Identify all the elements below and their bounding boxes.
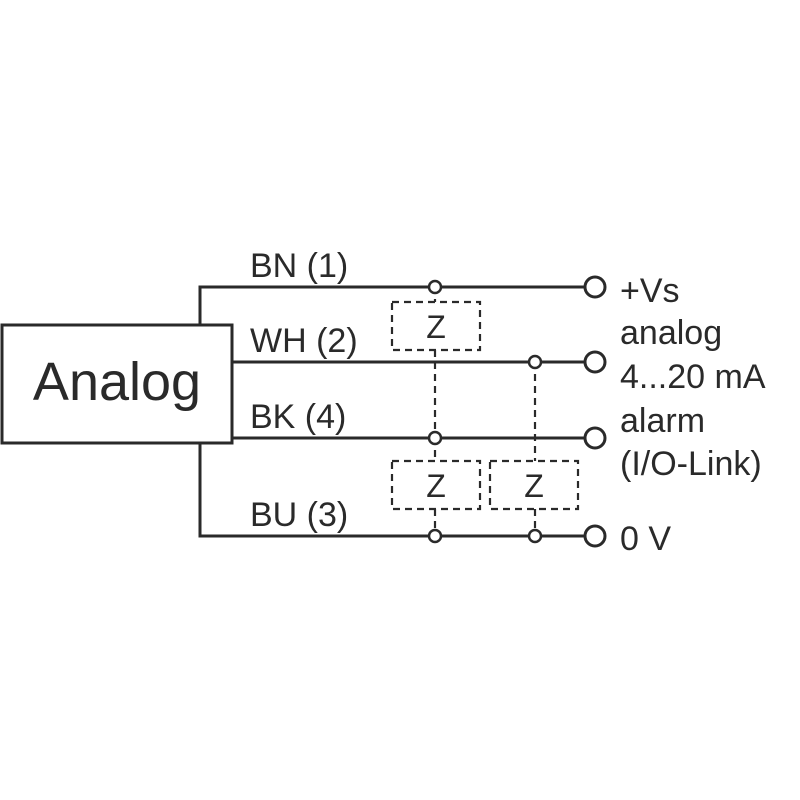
terminal-label-analog-line2: 4...20 mA (620, 358, 766, 396)
wire-label-bu: BU (3) (250, 496, 348, 534)
device-label: Analog (33, 352, 201, 412)
wire-label-bn: BN (1) (250, 247, 348, 285)
terminal-label-analog-line1: analog (620, 314, 722, 352)
junction-bn-z1 (427, 279, 443, 295)
junction-bk-z1z2 (427, 430, 443, 446)
wire-bu (198, 443, 584, 538)
junction-bu-z3 (527, 528, 543, 544)
wire-bn (198, 285, 584, 325)
wire-label-wh: WH (2) (250, 322, 358, 360)
load-z1-label: Z (426, 309, 446, 345)
junction-bu-z2 (427, 528, 443, 544)
load-z2-label: Z (426, 468, 446, 504)
terminal-label-zero: 0 V (620, 520, 671, 558)
wire-label-bk: BK (4) (250, 398, 346, 436)
load-z3-label: Z (524, 468, 544, 504)
terminal-zero (583, 524, 607, 548)
terminal-alarm (583, 426, 607, 450)
junction-wh-z3 (527, 354, 543, 370)
terminal-vs (583, 275, 607, 299)
terminal-label-alarm-line2: (I/O-Link) (620, 445, 762, 483)
terminal-label-alarm-line1: alarm (620, 402, 705, 440)
terminal-label-vs: +Vs (620, 272, 680, 310)
terminal-analog (583, 350, 607, 374)
device-box (0, 323, 234, 445)
